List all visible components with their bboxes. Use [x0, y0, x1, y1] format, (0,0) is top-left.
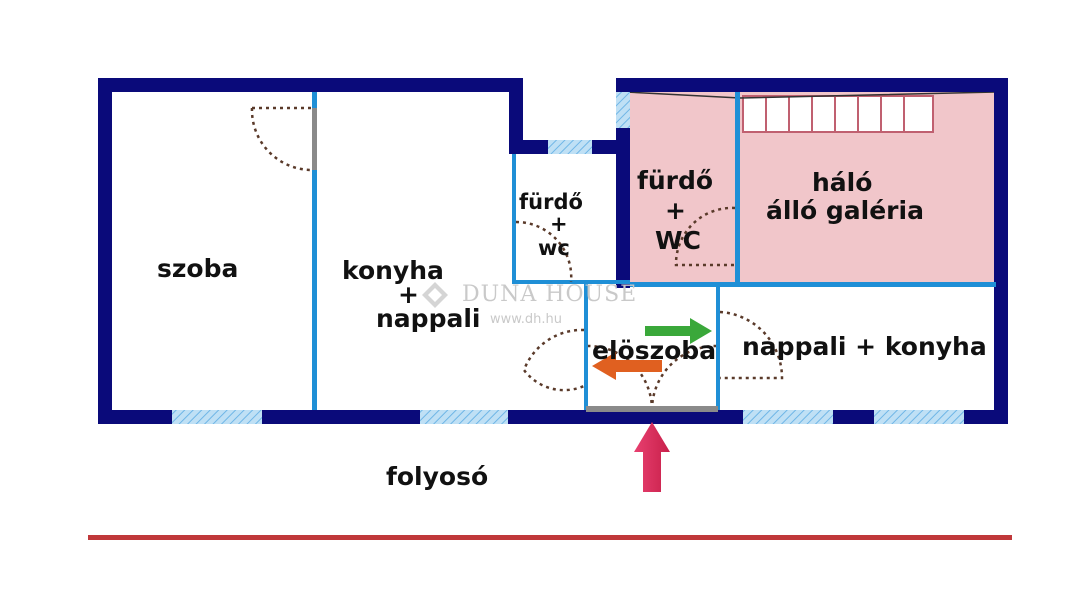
- label-line: +: [665, 196, 686, 225]
- label-line: fürdő: [637, 166, 714, 195]
- window: [548, 140, 592, 154]
- pink-bathroom-floor: [630, 92, 737, 282]
- label-line: álló galéria: [766, 196, 924, 225]
- window: [172, 410, 262, 424]
- entry-arrow-icon: [634, 422, 670, 492]
- window: [743, 410, 833, 424]
- arrow-right-green-icon: [645, 318, 712, 344]
- label-line: +: [550, 212, 568, 236]
- window: [874, 410, 964, 424]
- duna-house-logo-icon: [422, 282, 448, 308]
- door-frame: [586, 406, 718, 412]
- label-line: WC: [655, 226, 701, 255]
- label-line: +: [398, 280, 419, 309]
- label-szoba: szoba: [157, 254, 239, 283]
- label-line: wc: [538, 236, 570, 260]
- label-line: nappali: [376, 304, 481, 333]
- label-line: háló: [812, 168, 873, 197]
- window: [420, 410, 508, 424]
- label-line: fürdő: [519, 190, 583, 214]
- corridor-line: [88, 535, 1012, 540]
- label-nappali-konyha: nappali + konyha: [742, 332, 987, 361]
- window: [616, 92, 630, 128]
- door-leaf: [312, 108, 317, 170]
- label-eloszoba: elöszoba: [592, 336, 717, 365]
- watermark-url: www.dh.hu: [490, 312, 562, 327]
- watermark-brand: DUNA HOUSE: [462, 282, 638, 307]
- label-line: konyha: [342, 256, 444, 285]
- gallery-stairs: [742, 95, 934, 133]
- outer-walls: [98, 78, 1008, 424]
- label-folyoso: folyosó: [386, 462, 489, 491]
- arrow-left-orange-icon: [592, 352, 662, 380]
